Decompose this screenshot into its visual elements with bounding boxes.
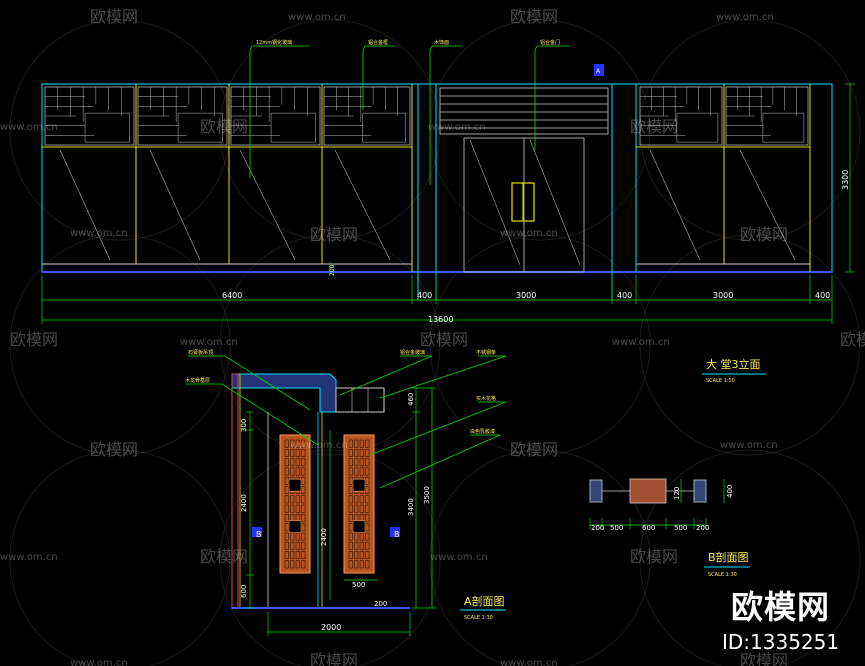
watermark-url: www.om.cn — [430, 552, 488, 563]
section-a-title: A剖面图 — [464, 594, 505, 608]
section-a-dim-bottom: 2000 — [321, 623, 341, 632]
elevation-leader-4: 铝合金门 — [540, 39, 560, 46]
elevation-dim-height: 3300 — [841, 170, 850, 190]
section-a-dim-left-1: 300 — [240, 419, 248, 432]
watermark-url: www.om.cn — [612, 337, 670, 348]
watermark-brand: 欧模网 — [200, 547, 248, 566]
elevation-marker-a: A — [596, 68, 601, 75]
watermark-url: www.om.cn — [288, 12, 346, 23]
watermark-url: www.om.cn — [716, 12, 774, 23]
section-a-leader-1: 石膏板吊顶 — [188, 349, 213, 356]
brand-logo-text: 欧模网 — [731, 588, 831, 626]
lattice-panel-left — [279, 434, 311, 574]
watermark-brand: 欧模网 — [740, 651, 788, 666]
elevation-dim-6: 400 — [815, 291, 830, 300]
section-b-title: B剖面图 — [708, 550, 749, 564]
elevation-leader-3: 木饰面 — [434, 39, 449, 46]
section-a-drawing: 石膏板吊顶 木龙骨基层 铝合金玻璃 不锈钢条 实木花格 白色乳胶漆 B B 30… — [185, 349, 507, 636]
section-b-dim-side-1: 120 — [673, 487, 681, 500]
elevation-dim-5: 3000 — [713, 291, 733, 300]
watermark-brand: 欧模网 — [90, 7, 138, 26]
section-b-dim-2: 500 — [610, 524, 623, 532]
watermark-url: www.om.cn — [500, 658, 558, 666]
section-a-leader-5: 实木花格 — [476, 395, 496, 402]
elevation-leader-2: 铝合金框 — [368, 39, 388, 46]
watermark-brand: 欧模网 — [310, 651, 358, 666]
elevation-dim-base: 200 — [329, 264, 336, 276]
section-a-dim-left-3: 600 — [240, 585, 248, 598]
section-a-dim-right-2: 3400 — [407, 498, 415, 516]
elevation-leader-1: 12mm钢化玻璃 — [256, 39, 292, 46]
section-a-dim-panel: 500 — [352, 581, 365, 589]
elevation-dim-1: 6400 — [222, 291, 242, 300]
watermark-url: www.om.cn — [0, 552, 58, 563]
section-a-marker-b-right: B — [394, 530, 400, 539]
elevation-title: 大 堂3立面 — [706, 357, 761, 371]
section-a-dim-left-2: 2400 — [240, 494, 248, 512]
section-b-dim-4: 500 — [674, 524, 687, 532]
watermark-url: www.om.cn — [428, 122, 486, 133]
watermark-url: www.om.cn — [0, 122, 58, 133]
watermark-brand: 欧模网 — [630, 547, 678, 566]
lattice-panel-right — [343, 434, 375, 574]
elevation-drawing: 12mm钢化玻璃 铝合金框 木饰面 铝合金门 A 6400 400 3000 4… — [41, 39, 855, 324]
watermark-url: www.om.cn — [70, 658, 128, 666]
watermark-url: www.om.cn — [720, 440, 778, 451]
section-a-leader-2: 木龙骨基层 — [185, 377, 210, 384]
section-b-drawing: 200 500 600 500 200 120 400 — [589, 478, 734, 532]
watermark-url: www.om.cn — [180, 337, 238, 348]
model-id: ID:1335251 — [722, 630, 840, 654]
watermark-brand: 欧模网 — [200, 117, 248, 136]
watermark-brand: 欧模网 — [630, 117, 678, 136]
elevation-dim-3: 3000 — [516, 291, 536, 300]
section-b-dim-1: 200 — [591, 524, 604, 532]
section-a-leader-3: 铝合金玻璃 — [400, 349, 425, 356]
watermark-url: www.om.cn — [500, 228, 558, 239]
watermark-brand: 欧模网 — [740, 225, 788, 244]
elevation-dim-4: 400 — [617, 291, 632, 300]
elevation-dim-total: 13600 — [428, 315, 453, 324]
section-a-leader-4: 不锈钢条 — [476, 349, 496, 356]
watermark-brand: 欧模网 — [90, 440, 138, 459]
section-a-leader-6: 白色乳胶漆 — [470, 428, 495, 435]
section-b-dim-side-2: 400 — [726, 485, 734, 498]
section-a-scale: SCALE 1:30 — [464, 615, 493, 621]
watermark-brand: 欧模网 — [310, 225, 358, 244]
brand-footer: 欧模网 ID:1335251 — [722, 582, 839, 654]
elevation-dim-2: 400 — [417, 291, 432, 300]
section-b-scale: SCALE 1:30 — [708, 572, 737, 578]
section-a-dim-right-1: 460 — [407, 393, 415, 406]
section-b-dim-3: 600 — [642, 524, 655, 532]
watermark-brand: 欧模网 — [510, 440, 558, 459]
watermark-url: www.om.cn — [70, 228, 128, 239]
watermark-brand: 欧模网 — [420, 330, 468, 349]
watermark-brand: 欧模网 — [840, 330, 865, 349]
section-a-dim-base: 200 — [374, 600, 387, 608]
section-a-marker-b-left: B — [256, 530, 262, 539]
watermark-brand: 欧模网 — [10, 330, 58, 349]
elevation-scale: SCALE 1:50 — [706, 378, 735, 384]
watermark-text: 欧模网欧模网欧模网欧模网欧模网欧模网欧模网欧模网欧模网欧模网欧模网欧模网欧模网欧… — [0, 7, 865, 666]
section-a-dim-inner: 2400 — [320, 528, 328, 546]
watermark-brand: 欧模网 — [510, 7, 558, 26]
watermark-url: www.om.cn — [290, 440, 348, 451]
section-b-dim-5: 200 — [696, 524, 709, 532]
section-a-dim-right-3: 3500 — [423, 486, 431, 504]
